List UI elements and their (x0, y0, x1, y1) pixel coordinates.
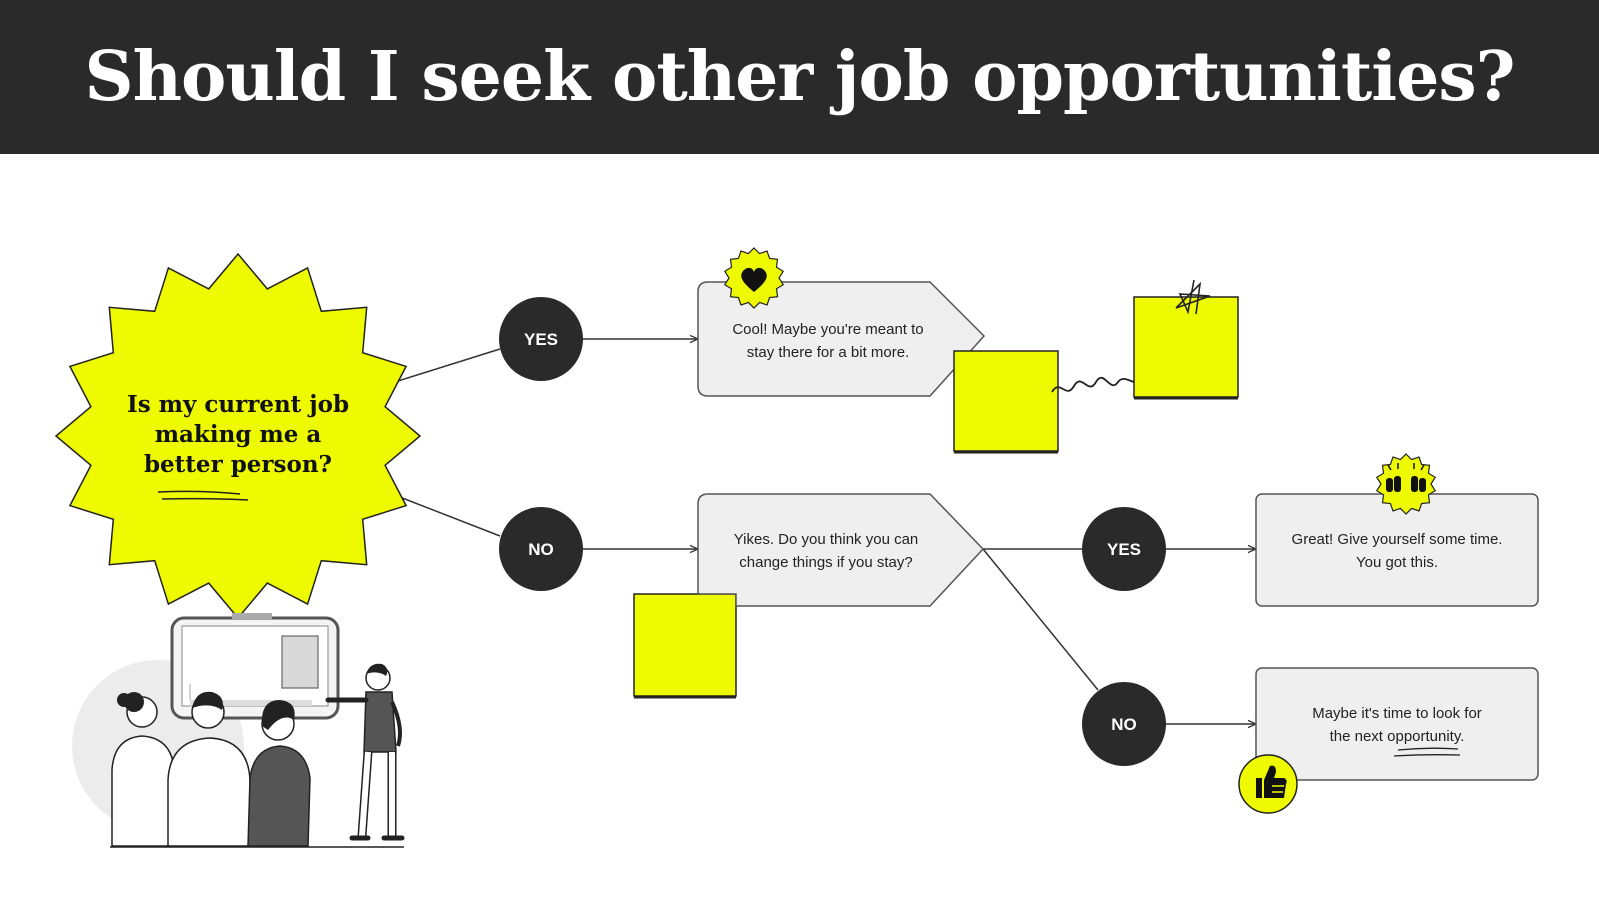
node-second-no[interactable]: NO (1082, 682, 1166, 766)
thumbs-up-badge (1238, 754, 1298, 814)
title-bar: Should I seek other job opportunities? (0, 0, 1599, 154)
question-line-2: making me a (155, 421, 322, 448)
connector-change-no (982, 548, 1099, 691)
outcome-look-line-1: Maybe it's time to look for (1312, 705, 1482, 722)
sticky-note-top (1133, 296, 1239, 400)
question-underline (157, 490, 241, 495)
raised-hands-icon (1386, 463, 1426, 492)
question-line-1: Is my current job (127, 391, 349, 418)
node-second-yes-label: YES (1107, 540, 1141, 559)
squiggle-arrow (1051, 376, 1156, 393)
look-underline-2 (1393, 754, 1461, 757)
question-line-3: better person? (144, 451, 332, 478)
connectors (381, 339, 1256, 724)
sticky-note-middle (953, 350, 1059, 454)
node-first-yes[interactable]: YES (499, 297, 583, 381)
heart-badge (723, 247, 785, 309)
node-first-yes-label: YES (524, 330, 558, 349)
outcome-stay: Cool! Maybe you're meant to stay there f… (697, 281, 986, 397)
connector-question-no (391, 493, 501, 537)
look-underline (1397, 747, 1459, 751)
star-scribble-icon (1175, 279, 1211, 315)
node-first-no[interactable]: NO (499, 507, 583, 591)
node-second-no-label: NO (1111, 715, 1137, 734)
raised-hands-badge (1375, 453, 1437, 515)
outcome-time-line-1: Great! Give yourself some time. (1292, 531, 1503, 548)
outcome-look: Maybe it's time to look for the next opp… (1255, 667, 1539, 781)
node-second-yes[interactable]: YES (1082, 507, 1166, 591)
outcome-change: Yikes. Do you think you can change thing… (697, 493, 985, 607)
outcome-time: Great! Give yourself some time. You got … (1255, 493, 1539, 607)
sticky-note-bottom (633, 593, 737, 699)
outcome-time-line-2: You got this. (1356, 554, 1438, 571)
node-first-no-label: NO (528, 540, 554, 559)
outcome-change-line-1: Yikes. Do you think you can (734, 531, 919, 548)
heart-icon (741, 267, 767, 292)
outcome-change-line-2: change things if you stay? (739, 554, 912, 571)
page-title: Should I seek other job opportunities? (84, 37, 1515, 117)
people-illustration (72, 613, 405, 848)
outcome-stay-line-2: stay there for a bit more. (747, 344, 910, 361)
connector-question-yes (381, 348, 501, 387)
question-underline-2 (161, 497, 249, 501)
outcome-look-line-2: the next opportunity. (1330, 728, 1465, 745)
outcome-stay-line-1: Cool! Maybe you're meant to (732, 321, 923, 338)
thumbs-up-icon (1256, 765, 1287, 798)
question-burst: Is my current job making me a better per… (54, 252, 422, 620)
